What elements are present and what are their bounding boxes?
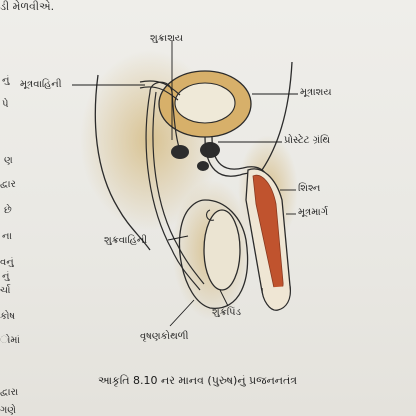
margin-text: છે [4, 205, 12, 216]
label-seminal-vesicle: શુક્રાશય [150, 33, 184, 44]
ureter [139, 80, 181, 96]
margin-text: દ્વારા [0, 387, 19, 398]
label-penis: શિશ્ન [298, 183, 321, 194]
header-text-fragment: ડી મેળવીએ. [0, 0, 55, 13]
margin-text: ગણે [0, 405, 17, 416]
prostate-gland [200, 142, 220, 158]
vas-deferens [145, 91, 201, 291]
label-testis: શુક્રપિંડ [212, 307, 242, 318]
body-outline-front [261, 61, 293, 171]
vas-deferens [152, 91, 205, 285]
margin-text: કોષ [0, 311, 16, 322]
seminal-vesicle [171, 145, 189, 159]
scrotum [178, 199, 249, 309]
urinary-bladder-lumen [174, 82, 236, 124]
label-urinary-bladder: મૂત્રાશય [300, 87, 332, 98]
glans-penis [261, 285, 291, 311]
testis [203, 209, 241, 291]
margin-text: ર્ચા [0, 285, 11, 296]
margin-text: પે [2, 99, 9, 110]
leader-line [219, 289, 229, 307]
leader-line [167, 235, 189, 241]
margin-text: નું [2, 271, 10, 282]
label-vas-deferens: શુક્રવાહિની [104, 235, 148, 246]
margin-text: નું [2, 75, 10, 86]
epididymis [205, 209, 215, 221]
label-scrotum: વૃષણકોથળી [140, 331, 189, 342]
margin-text: વનું [0, 257, 14, 268]
label-prostate-gland: પ્રોસ્ટેટ ગ્રંથિ [284, 135, 330, 146]
label-urethra: મૂત્રમાર્ગ [298, 207, 329, 218]
margin-text: ના [2, 231, 12, 242]
margin-text: દ્વાર [0, 179, 16, 190]
margin-text: ોમાં [0, 335, 20, 346]
body-outline-back [94, 74, 151, 251]
label-ureter: મૂત્રવાહિની [20, 79, 62, 90]
margin-text: ણ [4, 155, 13, 166]
figure-caption: આકૃતિ 8.10 નર માનવ (પુરુષ)નું પ્રજનનતંત્… [98, 374, 298, 387]
leader-line [169, 299, 195, 327]
ureter [139, 86, 179, 101]
bulbourethral-gland [197, 161, 209, 171]
